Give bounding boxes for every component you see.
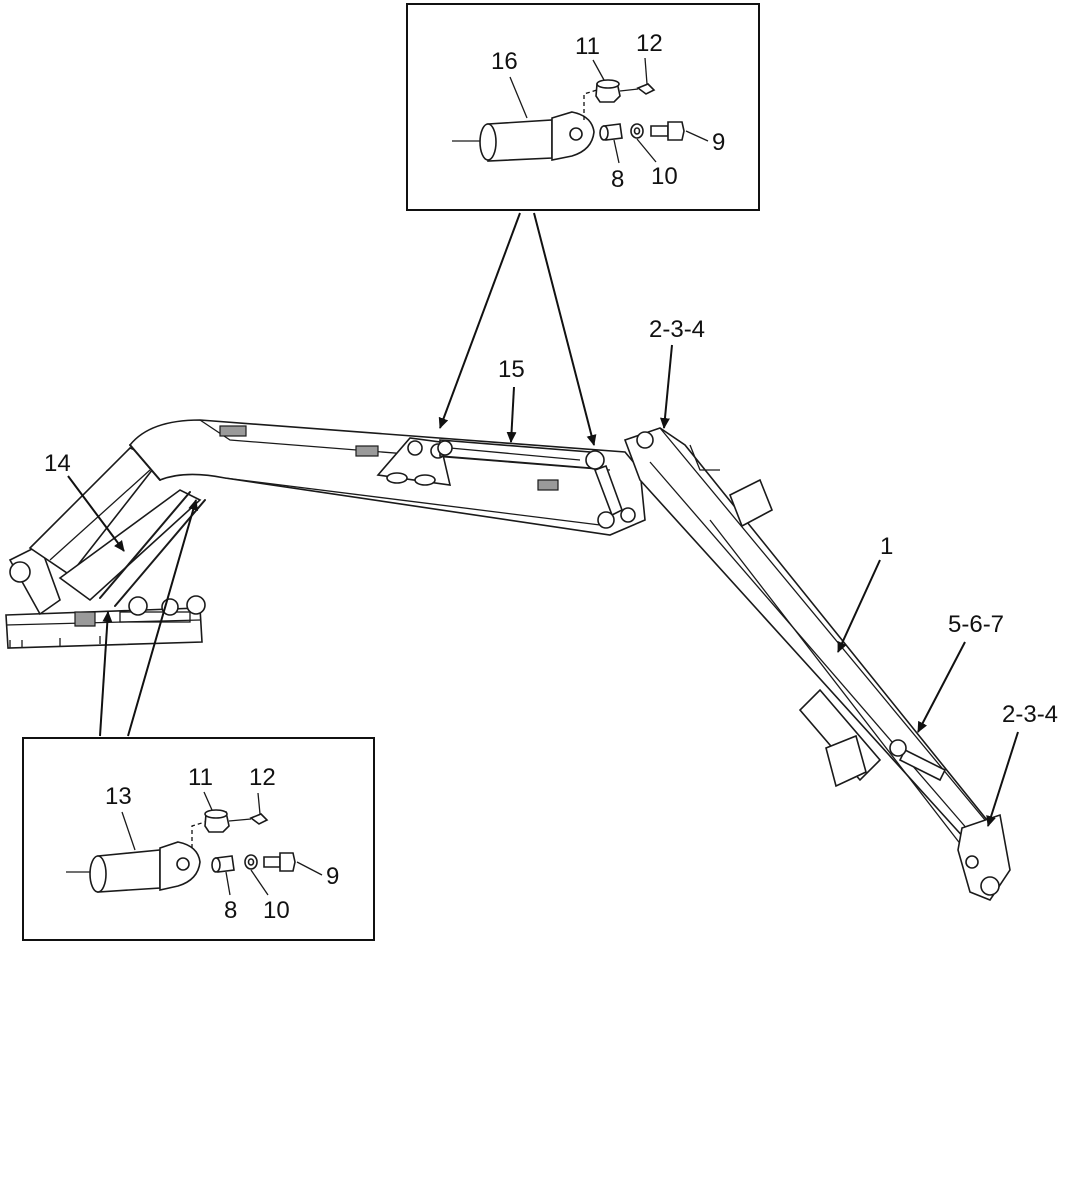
label-8-top: 8: [611, 166, 624, 193]
arrow-234-top: [659, 344, 673, 429]
top-inset-detail: 16 11 12 9 8 10: [406, 3, 760, 211]
main-boom: [128, 419, 646, 536]
arrow-top-inset-left: [438, 212, 521, 429]
bottom-inset-frame: [22, 737, 375, 941]
label-9-top: 9: [712, 129, 725, 156]
arrow-1: [837, 559, 881, 653]
arrow-bottom-inset-right: [127, 499, 199, 737]
label-2-3-4-top: 2-3-4: [649, 316, 705, 343]
label-10-bottom: 10: [263, 897, 290, 924]
arrow-234-bottom: [986, 731, 1019, 827]
pin-13-drawing: [66, 841, 201, 893]
callouts: 15 14 1 2-3-4 5-6-7 2-3-4: [44, 212, 1058, 827]
arrow-14: [67, 475, 125, 552]
label-9-bottom: 9: [326, 863, 339, 890]
top-inset-frame: [406, 3, 760, 211]
hardware-8-10-9-bottom: [211, 852, 296, 873]
top-leader-dashed: [583, 89, 598, 120]
arrow-567: [917, 641, 966, 733]
arrow-15: [506, 386, 517, 443]
label-15: 15: [498, 356, 525, 383]
label-1: 1: [880, 533, 893, 560]
cylinder-15: [437, 439, 636, 529]
bottom-leader-dashed: [191, 821, 206, 848]
arrow-top-inset-right: [533, 212, 597, 446]
label-16: 16: [491, 48, 518, 75]
label-12-bottom: 12: [249, 764, 276, 791]
arrow-bottom-inset-left: [99, 611, 113, 737]
label-5-6-7: 5-6-7: [948, 611, 1004, 638]
fitting-11-drawing: [595, 79, 656, 103]
pin-16-drawing: [452, 111, 595, 162]
label-14: 14: [44, 450, 71, 477]
bottom-inset-detail: 13 11 12 9 8 10: [22, 737, 375, 941]
label-11-top: 11: [575, 33, 600, 60]
label-8-bottom: 8: [224, 897, 237, 924]
label-12-top: 12: [636, 30, 663, 57]
label-2-3-4-bottom: 2-3-4: [1002, 701, 1058, 728]
fitting-11-bottom-drawing: [204, 809, 269, 833]
hardware-8-10-9: [599, 121, 685, 141]
boom-assembly: [5, 419, 1011, 901]
label-10-top: 10: [651, 163, 678, 190]
label-13: 13: [105, 783, 132, 810]
label-11-bottom: 11: [188, 764, 213, 791]
telescopic-arm: [623, 427, 1011, 901]
